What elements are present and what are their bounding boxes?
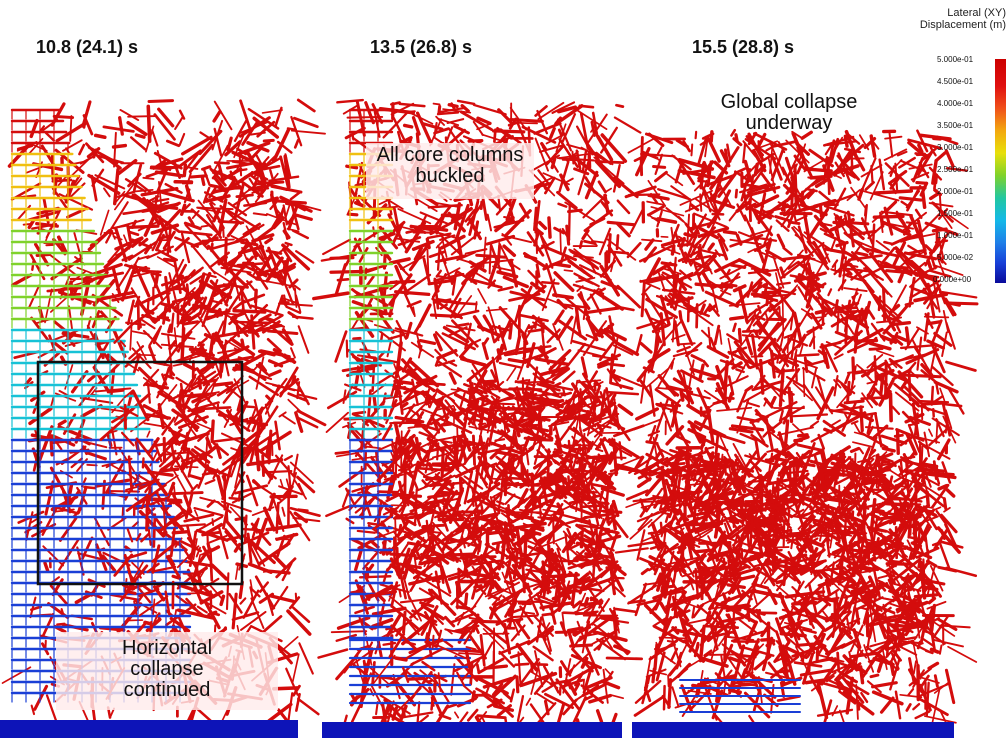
legend-tick-label: 1.000e-01: [937, 231, 974, 240]
legend-tick-label: 4.000e-01: [937, 99, 974, 108]
legend-tick-label: 0.000e+00: [933, 275, 972, 284]
panel-3-annotation: Global collapse underway: [720, 91, 858, 134]
panel-1-time-label: 10.8 (24.1) s: [36, 37, 139, 57]
panel-2-structure: [312, 98, 652, 738]
highlight-box: [36, 360, 244, 586]
legend-title-line-2: Displacement (m): [919, 18, 1006, 31]
panel-2-base: [322, 722, 622, 738]
legend-tick-label: 3.000e-01: [937, 143, 974, 152]
legend-tick-label: 5.000e-02: [937, 253, 974, 262]
panel-3-time-label: 15.5 (28.8) s: [692, 37, 795, 57]
legend-tick-label: 5.000e-01: [937, 55, 974, 64]
legend-tick-label: 4.500e-01: [937, 77, 974, 86]
legend-title: Lateral (XY) Displacement (m): [878, 7, 1006, 31]
legend-tick-label: 3.500e-01: [937, 121, 974, 130]
panel-3-base: [632, 722, 954, 738]
panel-1-base: [0, 720, 298, 738]
legend-tick-label: 1.500e-01: [937, 209, 974, 218]
legend-color-bar: [995, 59, 1006, 283]
panel-3-structure: [613, 128, 979, 738]
panel-2-time-label: 13.5 (26.8) s: [370, 37, 473, 57]
legend-tick-label: 2.000e-01: [937, 187, 974, 196]
legend-title-line-1: Lateral (XY): [947, 7, 1006, 19]
panel-2-annotation: All core columns buckled: [366, 143, 534, 199]
legend-tick-label: 2.500e-01: [937, 165, 974, 174]
panel-1-structure: [0, 98, 327, 738]
panel-1-annotation: Horizontal collapse continued: [56, 632, 278, 710]
